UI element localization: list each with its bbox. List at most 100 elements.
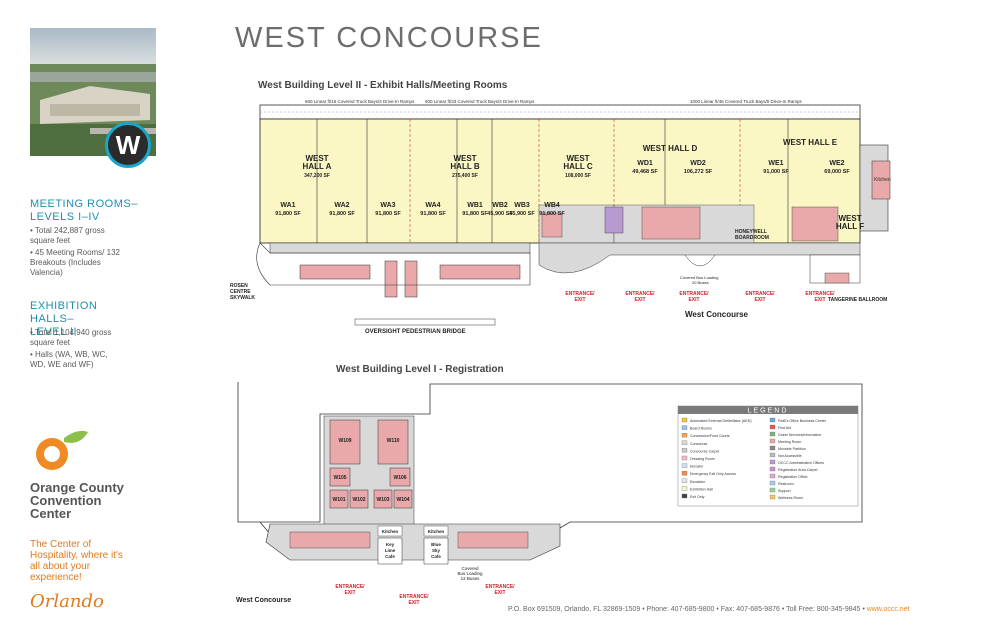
svg-text:CENTRE: CENTRE [230, 289, 251, 295]
meeting-item: • Total 242,887 gross square feet [30, 226, 105, 245]
truck-bays-label: 600 Linear ft/33 Covered Truck Bays/4 Dr… [425, 99, 535, 104]
west-concourse-label: West Concourse [236, 597, 291, 604]
legend-swatch [681, 417, 688, 423]
legend-swatch [681, 478, 688, 483]
svg-text:EXIT: EXIT [634, 297, 645, 303]
subhall-sf: 91,800 SF [462, 211, 488, 217]
room-label: W102 [352, 497, 365, 503]
hall-a-sf: 347,200 SF [304, 173, 330, 179]
subhall-name: WB2 [492, 202, 508, 209]
west-badge-icon: W [105, 122, 151, 168]
entrance-exit-label: ENTRANCE/ [565, 291, 595, 297]
subhall-sf: 91,800 SF [375, 211, 401, 217]
svg-text:EXIT: EXIT [814, 297, 825, 303]
svg-text:Cafe: Cafe [431, 554, 441, 559]
rosen-skywalk-label: ROSEN [230, 283, 248, 289]
logo-tagline: The Center of Hospitality, where it's al… [30, 539, 123, 583]
entrance-exit-label: ENTRANCE/ [485, 584, 515, 590]
svg-text:EXIT: EXIT [688, 297, 699, 303]
website-link[interactable]: www.occc.net [866, 606, 910, 613]
subhall-sf: 106,272 SF [684, 169, 713, 175]
legend-swatch [681, 455, 688, 461]
legend-swatch [681, 425, 688, 430]
subhall-name: WA2 [334, 202, 349, 209]
hall-d-name: WEST HALL D [643, 144, 698, 153]
legend: LEGEND Automated External Defibrillator … [677, 405, 859, 507]
kitchen-label: Kitchen [382, 529, 399, 534]
exhibit-item: • Total 1,104,940 gross square feet [30, 328, 112, 347]
logo-script: Orlando [30, 591, 104, 612]
svg-text:EXIT: EXIT [344, 590, 355, 596]
level1-floorplan: W109 W110 W105 W106 W101 W102 W103 W104 … [236, 382, 863, 604]
level2-title: West Building Level II - Exhibit Halls/M… [258, 80, 508, 91]
legend-item: OCCC Administrative Offices [778, 461, 824, 465]
exhibition-halls-heading: EXHIBITION HALLS– LEVEL II [30, 300, 98, 338]
legend-item: Not Accessible [778, 454, 802, 458]
subhall-name: WB4 [544, 202, 560, 209]
legend-title: LEGEND [748, 408, 789, 415]
legend-swatch [769, 466, 776, 472]
legend-item: Meeting Room [778, 440, 801, 444]
subhall-sf: 45,900 SF [487, 211, 513, 217]
legend-item: Concourse-Carpet [690, 449, 719, 453]
legend-swatch [681, 486, 688, 491]
legend-item: Exit Only [690, 495, 705, 499]
legend-item: Wellness Room [778, 496, 803, 500]
legend-swatch [769, 473, 776, 479]
footer-contact: P.O. Box 691509, Orlando, FL 32869-1509 … [508, 606, 910, 613]
svg-text:HALL A: HALL A [303, 162, 332, 171]
legend-swatch [769, 487, 776, 493]
hall-b-name: WEST [453, 154, 476, 163]
room-label: W103 [376, 497, 389, 503]
legend-swatch [769, 424, 776, 430]
legend-swatch [769, 445, 776, 451]
legend-swatch [681, 493, 688, 499]
exhibition-halls-list: • Total 1,104,940 gross square feet • Ha… [30, 328, 120, 372]
subhall-name: WA3 [380, 202, 395, 209]
footer-text: P.O. Box 691509, Orlando, FL 32869-1509 … [508, 606, 867, 613]
legend-swatch [681, 448, 688, 453]
room-label: W104 [396, 497, 409, 503]
honeywell-label: HONEYWELL [735, 229, 767, 235]
oversight-bridge-label: OVERSIGHT PEDESTRIAN BRIDGE [365, 329, 466, 335]
legend-item: Restroom [778, 482, 794, 486]
legend-swatch [681, 463, 688, 468]
room-label: W106 [393, 475, 406, 481]
legend-swatch [769, 431, 776, 437]
subhall-sf: 45,900 SF [509, 211, 535, 217]
room-label: W109 [338, 438, 351, 444]
svg-text:EXIT: EXIT [408, 600, 419, 604]
legend-swatch [769, 480, 776, 486]
entrance-exit-label: ENTRANCE/ [399, 594, 429, 600]
room-label: W101 [332, 497, 345, 503]
svg-text:EXIT: EXIT [754, 297, 765, 303]
logo-name: Orange County Convention Center [30, 480, 124, 521]
truck-bays-label: 1000 Linear ft/46 Covered Truck Bays/5 D… [690, 99, 803, 104]
legend-item: Emergency Exit Only Access [690, 472, 736, 476]
hall-c-sf: 108,000 SF [565, 173, 591, 179]
legend-swatch [769, 438, 776, 444]
bus-loading-label: Covered [461, 566, 479, 571]
exhibit-item: • Halls (WA, WB, WC, WD, WE and WF) [30, 350, 108, 369]
subhall-name: WA4 [425, 202, 440, 209]
hall-f-name: WEST [838, 214, 861, 223]
svg-text:EXIT: EXIT [574, 297, 585, 303]
svg-text:HALL C: HALL C [563, 162, 592, 171]
bus-loading-label: Covered Bus Loading [680, 275, 718, 280]
hall-b-sf: 275,400 SF [452, 173, 478, 179]
meeting-rooms-heading: MEETING ROOMS– LEVELS I–IV [30, 198, 138, 223]
legend-item: Registration Area-Carpet [778, 468, 818, 472]
legend-swatch [769, 452, 776, 458]
legend-item: Board Rooms [690, 427, 712, 431]
subhall-sf: 69,000 SF [824, 169, 850, 175]
legend-swatch [769, 417, 776, 423]
hall-e-name: WEST HALL E [783, 138, 838, 147]
legend-item: Registration Office [778, 475, 808, 479]
orange-logo-icon [30, 428, 90, 481]
subhall-sf: 91,000 SF [763, 169, 789, 175]
svg-text:20 Buses: 20 Buses [692, 280, 709, 285]
svg-text:EXIT: EXIT [494, 590, 505, 596]
legend-item: Elevator [690, 465, 704, 469]
legend-item: Automated External Defibrillator (AED) [690, 419, 752, 423]
legend-item: Exhibition Hall [690, 487, 713, 491]
